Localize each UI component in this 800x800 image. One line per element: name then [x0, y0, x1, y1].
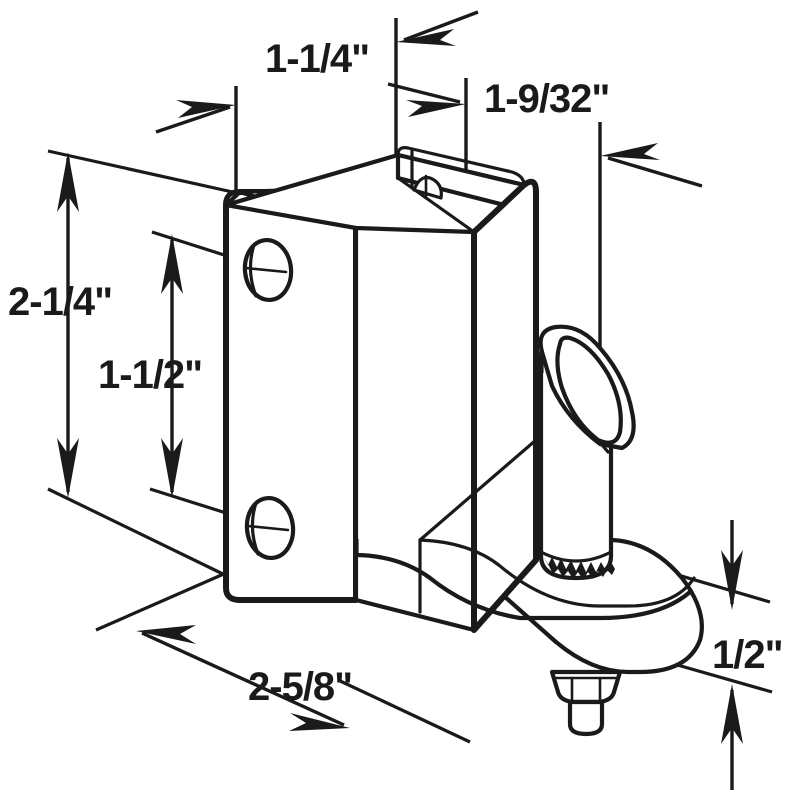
arrowhead-left: [136, 625, 196, 644]
arrowhead-left: [600, 143, 660, 160]
roller-bore-opening: [555, 335, 623, 445]
dim-label-channel-depth: 1-9/32": [484, 77, 609, 121]
dim-base-length: [95, 571, 471, 744]
dim-label-height-overall: 2-1/4": [8, 280, 112, 324]
knurled-collar-line: [539, 550, 613, 563]
mounting-hole-lower: [244, 495, 296, 561]
roller-bore-seam: [596, 438, 610, 454]
dimension-labels: 2-1/4" 1-1/2" 1-1/4" 1-9/32" 2-5/8" 1/2": [8, 37, 784, 709]
mounting-hole-upper: [242, 237, 294, 303]
arrowhead-right: [289, 713, 350, 731]
hex-nut: [549, 669, 623, 705]
u-channel-right-wall: [471, 178, 539, 633]
u-channel-rear-leg-edge: [396, 146, 526, 187]
arrowhead-down: [161, 438, 183, 498]
arrowhead-down: [57, 438, 79, 498]
arrowhead-down: [721, 550, 743, 610]
knurl-texture: [543, 556, 615, 580]
dim-label-plate-width: 1-1/4": [265, 37, 369, 81]
arrowhead-up: [721, 684, 743, 744]
base-plate-rear-contour: [418, 538, 696, 608]
channel-back-hole: [412, 176, 443, 200]
arrowhead-left: [396, 29, 456, 46]
dim-label-hole-spacing: 1-1/2": [98, 353, 202, 397]
threaded-stud: [567, 699, 605, 737]
dim-label-base-length: 2-5/8": [248, 665, 352, 709]
channel-to-base-face: [418, 438, 538, 542]
bracket-part: [223, 146, 704, 737]
dim-height-overall: [47, 149, 247, 577]
arrowhead-right: [406, 100, 466, 117]
arrowhead-right: [176, 100, 236, 118]
dim-label-base-thickness: 1/2": [712, 633, 783, 677]
u-channel-inner-back: [396, 176, 476, 234]
mounting-plate-side: [353, 189, 477, 633]
base-plate-top-contour: [354, 552, 693, 621]
arrowhead-up: [161, 234, 183, 294]
arrowhead-up: [57, 152, 79, 212]
